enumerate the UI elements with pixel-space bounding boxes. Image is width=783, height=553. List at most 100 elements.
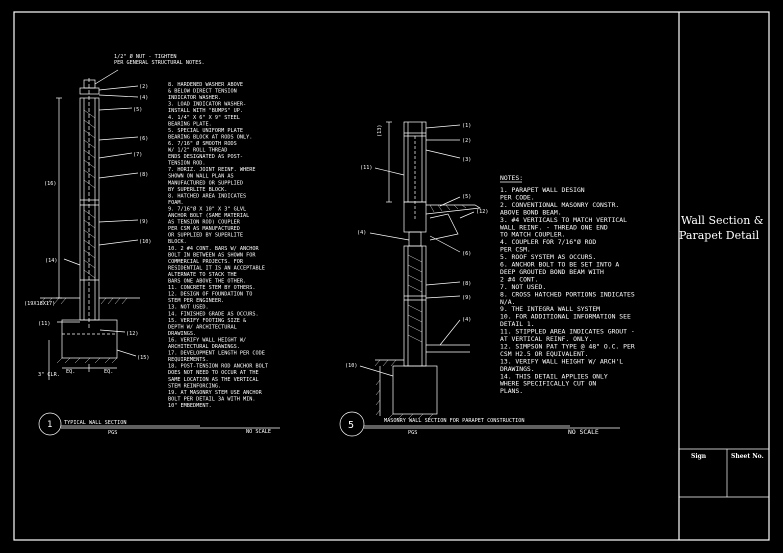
note-line: STEM REINFORCING. — [168, 383, 221, 389]
note-line: 5. ROOF SYSTEM AS OCCURS. — [500, 253, 596, 261]
d5-callout-5: (5) — [462, 194, 471, 200]
note-line: PER CSM AS MANUFACTURED — [168, 226, 240, 232]
note-line: 16. VERIFY WALL HEIGHT W/ — [168, 337, 246, 343]
note-line: 9. THE INTEGRA WALL SYSTEM — [500, 305, 600, 313]
note-line: 10" EMBEDMENT. — [168, 403, 212, 409]
note-line: 17. DEVELOPMENT LENGTH PER CODE — [168, 351, 265, 357]
d5-callout-12: (12) — [476, 209, 489, 215]
note-line: INDICATOR WASHER. — [168, 95, 221, 101]
d5-callout-1: (1) — [462, 123, 471, 129]
note-line: INSTALL WITH "BUMPS" UP. — [168, 108, 243, 114]
d5-callout-6: (6) — [462, 251, 471, 257]
detail-1-wall-section — [39, 69, 140, 380]
d5-callout-3: (3) — [462, 157, 471, 163]
d5-callout-13: (13) — [377, 125, 383, 138]
note-line: BLOCK. — [168, 239, 187, 245]
note-line: BEARING PLATE. — [168, 121, 212, 127]
d1-callout-15: (15) — [137, 355, 150, 361]
d1-callout-8: (8) — [139, 172, 148, 178]
note-line: 13. NOT USED. — [168, 305, 209, 311]
note-line: 8. CROSS HATCHED PORTIONS INDICATES — [500, 290, 635, 298]
note-line: WHERE SPECIFICALLY CUT ON — [500, 380, 596, 388]
note-line: RESIDENTIAL IT IS AN ACCEPTABLE — [168, 265, 265, 271]
note-line: 7. HORIZ. JOINT REINF. WHERE — [168, 167, 255, 173]
d1-top-note-2: PER GENERAL STRUCTURAL NOTES. — [114, 60, 205, 66]
note-line: ABOVE BOND BEAM. — [500, 208, 562, 216]
d1-callout-6: (6) — [139, 136, 148, 142]
note-line: 7. NOT USED. — [500, 283, 546, 291]
d1-callout-5: (5) — [133, 107, 142, 113]
note-line: DOES NOT NEED TO OCCUR AT THE — [168, 370, 259, 376]
detail-5-bubble — [339, 411, 365, 437]
detail-5-notes: 1. PARAPET WALL DESIGN PER CODE.2. CONVE… — [500, 186, 635, 395]
detail-5-title: MASONRY WALL SECTION FOR PARAPET CONSTRU… — [384, 418, 525, 424]
title-line-1: Wall Section & — [681, 214, 764, 227]
note-line: COMMERCIAL PROJECTS. FOR — [168, 259, 244, 265]
d1-callout-12: (12) — [126, 331, 139, 337]
note-line: AS TENSION ROD) COUPLER — [168, 220, 241, 226]
note-line: 9. 7/16"Ø X 10" X 3" GLVL — [168, 205, 246, 212]
d1-dim-3clr: 3" CLR. — [38, 372, 60, 378]
note-line: BEARING BLOCK AT RODS ONLY. — [168, 134, 252, 140]
note-line: DETAIL 1. — [500, 320, 535, 328]
note-line: N/A. — [500, 298, 515, 306]
note-line: DEEP GROUTED BOND BEAM WITH — [500, 268, 604, 276]
title-line-2: Parapet Detail — [679, 229, 760, 242]
note-line: BARS ONE ABOVE THE OTHER. — [168, 279, 246, 285]
note-line: ALTERNATE TO STACK THE — [168, 272, 237, 278]
note-line: ARCHITECTURAL DRAWINGS. — [168, 344, 240, 350]
note-line: 13. VERIFY WALL HEIGHT W/ ARCH'L — [500, 357, 623, 365]
note-line: DEPTH W/ ARCHITECTURAL — [168, 324, 237, 330]
note-line: 3. LOAD INDICATOR WASHER- — [168, 102, 246, 108]
note-line: W/ 1/2" ROLL THREAD — [168, 148, 227, 154]
detail-5-parapet-section — [359, 121, 482, 420]
note-line: 2 #4 CONT. — [500, 275, 538, 283]
note-line: DRAWINGS. — [168, 331, 196, 337]
d1-callout-7: (7) — [133, 152, 142, 158]
note-line: 14. FINISHED GRADE AS OCCURS. — [168, 311, 259, 317]
note-line: 15. VERIFY FOOTING SIZE & — [168, 318, 247, 324]
d5-callout-4b: (4) — [462, 317, 471, 323]
note-line: TO MATCH COUPLER. — [500, 231, 565, 239]
note-line: STEM PER ENGINEER. — [168, 298, 224, 304]
d5-callout-4a: (4) — [357, 230, 366, 236]
detail-5-subtitle: PGS — [408, 430, 417, 436]
note-line: 18. POST-TENSION ROD ANCHOR BOLT — [168, 364, 268, 370]
note-line: 19. AT MASONRY STEM USE ANCHOR — [168, 390, 263, 396]
detail-1-scale: NO SCALE — [246, 429, 271, 435]
note-line: MANUFACTURED OR SUPPLIED — [168, 180, 243, 186]
d1-dim-14: (14) — [45, 258, 58, 264]
d1-top-note-1: 1/2" Ø NUT - TIGHTEN — [114, 53, 176, 60]
note-line: DRAWINGS. — [500, 365, 535, 373]
note-line: OR SUPPLIED BY SUPERLITE — [168, 233, 243, 239]
detail-1-bubble — [38, 412, 62, 436]
detail-1-title: TYPICAL WALL SECTION — [64, 420, 126, 426]
d5-callout-2: (2) — [462, 138, 471, 144]
sign-label: Sign — [691, 453, 707, 460]
note-line: BY SUPERLITE BLOCK. — [168, 187, 227, 193]
note-line: WALL REINF. - THREAD ONE END — [500, 223, 608, 231]
detail-1-subtitle: PGS — [108, 430, 117, 436]
note-line: PER CODE. — [500, 193, 535, 201]
detail-1-number: 1 — [47, 420, 52, 430]
note-line: FOAM. — [168, 200, 184, 206]
d1-callout-9: (9) — [139, 219, 148, 225]
d1-dim-16: (16) — [44, 181, 57, 187]
d1-dim-eq-2: EQ. — [104, 369, 113, 375]
d5-notes-title: NOTES: — [500, 174, 523, 182]
note-line: 8. HATCHED AREA INDICATES — [168, 193, 246, 199]
note-line: PLANS. — [500, 387, 523, 395]
d5-callout-9: (9) — [462, 295, 471, 301]
note-line: 11. CONCRETE STEM BY OTHERS. — [168, 285, 255, 291]
d5-callout-10: (10) — [345, 363, 358, 369]
note-line: 12. SIMPSON PAT TYPE @ 48" O.C. PER — [500, 342, 635, 350]
note-line: 4. COUPLER FOR 7/16"Ø ROD — [500, 238, 596, 246]
note-line: 6. ANCHOR BOLT TO BE SET INTO A — [500, 261, 619, 269]
note-line: 14. THIS DETAIL APPLIES ONLY — [500, 372, 608, 380]
note-line: 6. 7/16" Ø SMOOTH RODS — [168, 140, 237, 147]
d1-callout-2: (2) — [139, 84, 148, 90]
note-line: & BELOW DIRECT TENSION — [168, 89, 237, 95]
detail-5-scale: NO SCALE — [568, 428, 599, 436]
note-line: AT VERTICAL REINF. ONLY. — [500, 335, 592, 343]
